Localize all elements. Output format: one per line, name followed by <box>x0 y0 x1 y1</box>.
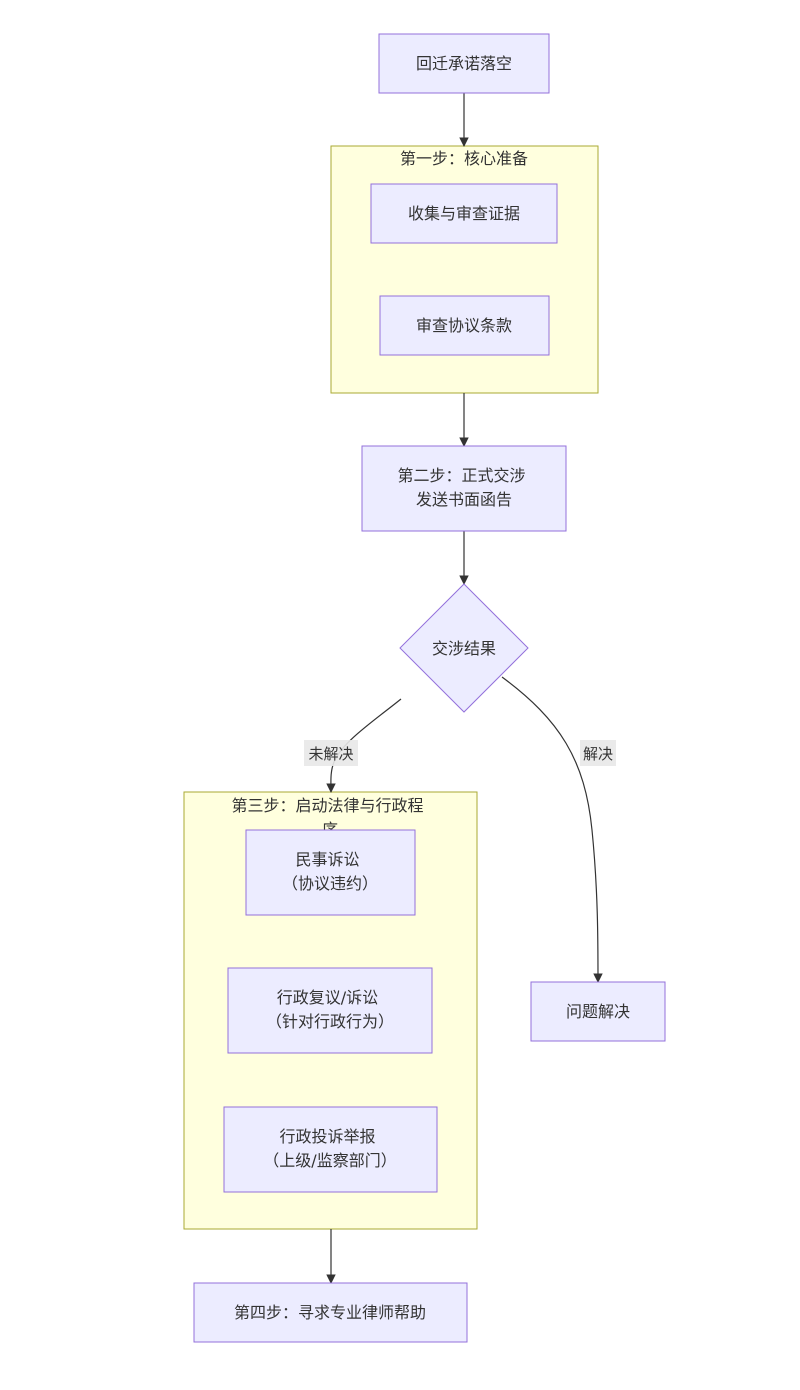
cluster-step1-box <box>330 145 599 394</box>
node-review-agreement: 审查协议条款 <box>379 295 550 356</box>
node-admin-review-label: 行政复议/诉讼 （针对行政行为） <box>266 988 394 1031</box>
edge-label-unresolved-bg <box>304 740 358 766</box>
edge-label-unresolved-text: 未解决 <box>308 745 353 763</box>
node-review-agreement-label: 审查协议条款 <box>416 316 512 335</box>
node-collect-evidence-label: 收集与审查证据 <box>408 204 520 223</box>
edge-decision-resolved <box>501 676 603 983</box>
node-step2-label: 第二步：正式交涉 发送书面函告 <box>397 466 530 509</box>
edge-label-resolved: 解决 <box>580 740 616 766</box>
node-resolved: 问题解决 <box>530 981 666 1042</box>
node-step4: 第四步：寻求专业律师帮助 <box>193 1282 468 1343</box>
node-admin-review: 行政复议/诉讼 （针对行政行为） <box>227 967 433 1054</box>
node-collect-evidence: 收集与审查证据 <box>370 183 558 244</box>
node-step2-box <box>361 445 567 532</box>
node-start-box <box>378 33 550 94</box>
node-start-label: 回迁承诺落空 <box>416 54 512 73</box>
node-decision: 交涉结果 <box>399 583 529 713</box>
edge-label-resolved-bg <box>580 740 616 766</box>
cluster-step1: 第一步：核心准备 <box>330 145 599 394</box>
node-decision-diamond <box>399 583 529 713</box>
node-step4-label: 第四步：寻求专业律师帮助 <box>234 1303 426 1322</box>
cluster-step1-title: 第一步：核心准备 <box>400 149 528 168</box>
node-admin-complaint: 行政投诉举报 （上级/监察部门） <box>223 1106 438 1193</box>
node-resolved-box <box>530 981 666 1042</box>
node-admin-complaint-box <box>223 1106 438 1193</box>
node-review-agreement-box <box>379 295 550 356</box>
node-step2: 第二步：正式交涉 发送书面函告 <box>361 445 567 532</box>
node-civil-litigation: 民事诉讼 （协议违约） <box>245 829 416 916</box>
node-admin-complaint-label: 行政投诉举报 （上级/监察部门） <box>263 1127 396 1170</box>
node-collect-evidence-box <box>370 183 558 244</box>
node-civil-litigation-label: 民事诉讼 （协议违约） <box>282 850 378 893</box>
edge-label-unresolved: 未解决 <box>304 740 358 766</box>
node-resolved-label: 问题解决 <box>566 1002 630 1021</box>
node-admin-review-box <box>227 967 433 1054</box>
node-start: 回迁承诺落空 <box>378 33 550 94</box>
node-step4-box <box>193 1282 468 1343</box>
node-civil-litigation-box <box>245 829 416 916</box>
node-decision-label: 交涉结果 <box>432 639 496 658</box>
edge-label-resolved-text: 解决 <box>583 745 613 763</box>
